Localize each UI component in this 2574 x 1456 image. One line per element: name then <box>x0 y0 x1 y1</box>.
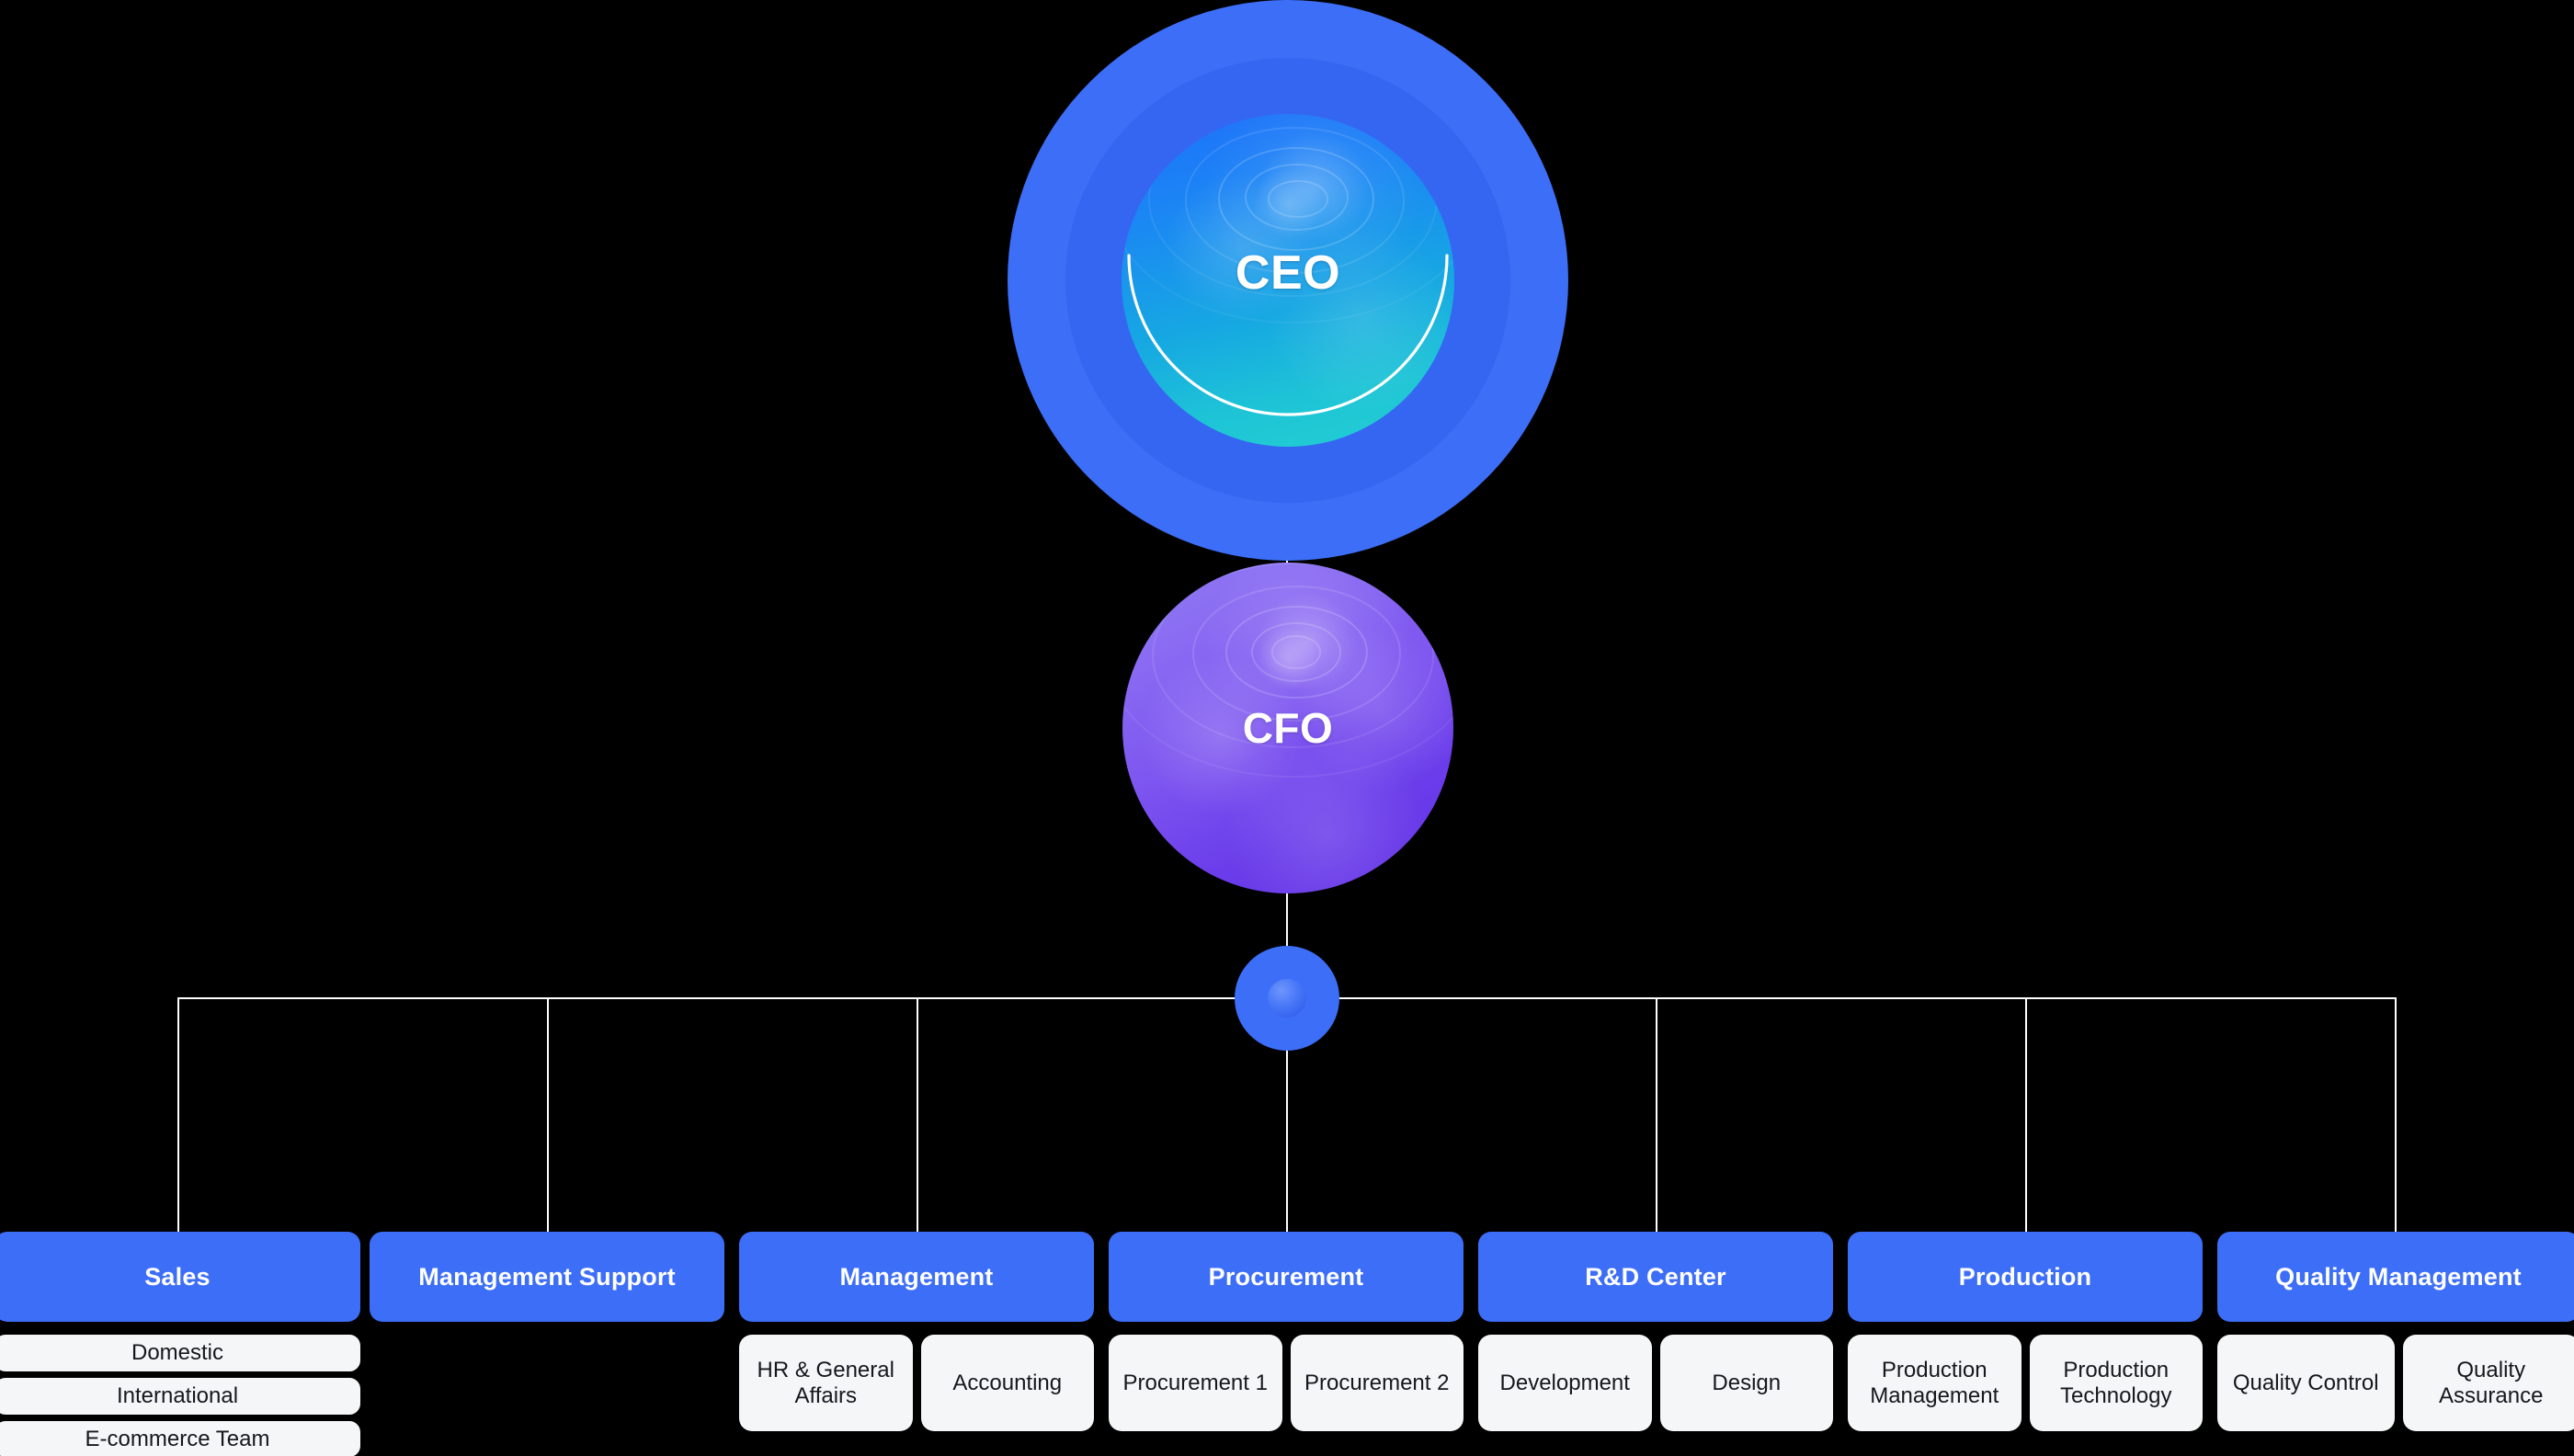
node-ceo[interactable]: CEO <box>1008 0 1568 561</box>
ceo-label: CEO <box>1235 246 1341 300</box>
sub-unit-box[interactable]: Quality Control <box>2217 1335 2395 1431</box>
node-hub[interactable] <box>1235 946 1339 1051</box>
sub-unit-box[interactable]: Procurement 1 <box>1109 1335 1282 1431</box>
sub-unit-box[interactable]: Design <box>1659 1335 1833 1431</box>
sub-unit-box[interactable]: HR & General Affairs <box>739 1335 913 1431</box>
connector-drop-rd-center <box>1656 997 1657 1233</box>
connector-drop-management-support <box>547 997 549 1233</box>
cfo-label: CFO <box>1242 704 1334 752</box>
node-cfo[interactable]: CFO <box>1122 563 1453 893</box>
department-column-procurement: Procurement Procurement 1 Procurement 2 <box>1109 1232 1464 1431</box>
connector-drop-procurement <box>1286 997 1288 1233</box>
department-header-quality-management[interactable]: Quality Management <box>2217 1232 2574 1322</box>
department-column-sales: Sales Domestic International E-commerce … <box>0 1232 360 1456</box>
sub-unit-list-management: HR & General Affairs Accounting <box>739 1335 1094 1431</box>
department-header-management-support[interactable]: Management Support <box>370 1232 724 1322</box>
sub-unit-list-procurement: Procurement 1 Procurement 2 <box>1109 1335 1464 1431</box>
department-header-management[interactable]: Management <box>739 1232 1094 1322</box>
sub-unit-box[interactable]: International <box>0 1377 360 1415</box>
department-header-procurement[interactable]: Procurement <box>1109 1232 1464 1322</box>
department-column-management: Management HR & General Affairs Accounti… <box>739 1232 1094 1431</box>
department-column-rd-center: R&D Center Development Design <box>1478 1232 1833 1431</box>
sub-unit-box[interactable]: Quality Assurance <box>2402 1335 2574 1431</box>
department-column-management-support: Management Support <box>370 1232 724 1322</box>
department-header-rd-center[interactable]: R&D Center <box>1478 1232 1833 1322</box>
connector-drop-quality-management <box>2395 997 2397 1233</box>
sub-unit-list-production: Production Management Production Technol… <box>1848 1335 2203 1431</box>
sub-unit-box[interactable]: Accounting <box>920 1335 1094 1431</box>
connector-drop-sales <box>177 997 179 1233</box>
department-row: Sales Domestic International E-commerce … <box>0 1232 2574 1456</box>
connector-drop-production <box>2025 997 2027 1233</box>
sub-unit-box[interactable]: Procurement 2 <box>1290 1335 1464 1431</box>
department-header-sales[interactable]: Sales <box>0 1232 360 1322</box>
sub-unit-list-rd-center: Development Design <box>1478 1335 1833 1431</box>
sub-unit-box[interactable]: Development <box>1478 1335 1652 1431</box>
sub-unit-list-sales: Domestic International E-commerce Team <box>0 1335 360 1456</box>
connector-drop-management <box>917 997 918 1233</box>
department-column-production: Production Production Management Product… <box>1848 1232 2203 1431</box>
sub-unit-list-quality-management: Quality Control Quality Assurance <box>2217 1335 2574 1431</box>
connector-cfo-to-hub <box>1286 875 1288 1004</box>
department-column-quality-management: Quality Management Quality Control Quali… <box>2217 1232 2574 1431</box>
cfo-water-sphere-icon <box>1122 563 1453 893</box>
hub-inner-sphere-icon <box>1268 979 1306 1018</box>
sub-unit-box[interactable]: Production Technology <box>2029 1335 2203 1431</box>
sub-unit-box[interactable]: Production Management <box>1848 1335 2022 1431</box>
sub-unit-box[interactable]: E-commerce Team <box>0 1420 360 1456</box>
department-header-production[interactable]: Production <box>1848 1232 2203 1322</box>
sub-unit-box[interactable]: Domestic <box>0 1335 360 1371</box>
